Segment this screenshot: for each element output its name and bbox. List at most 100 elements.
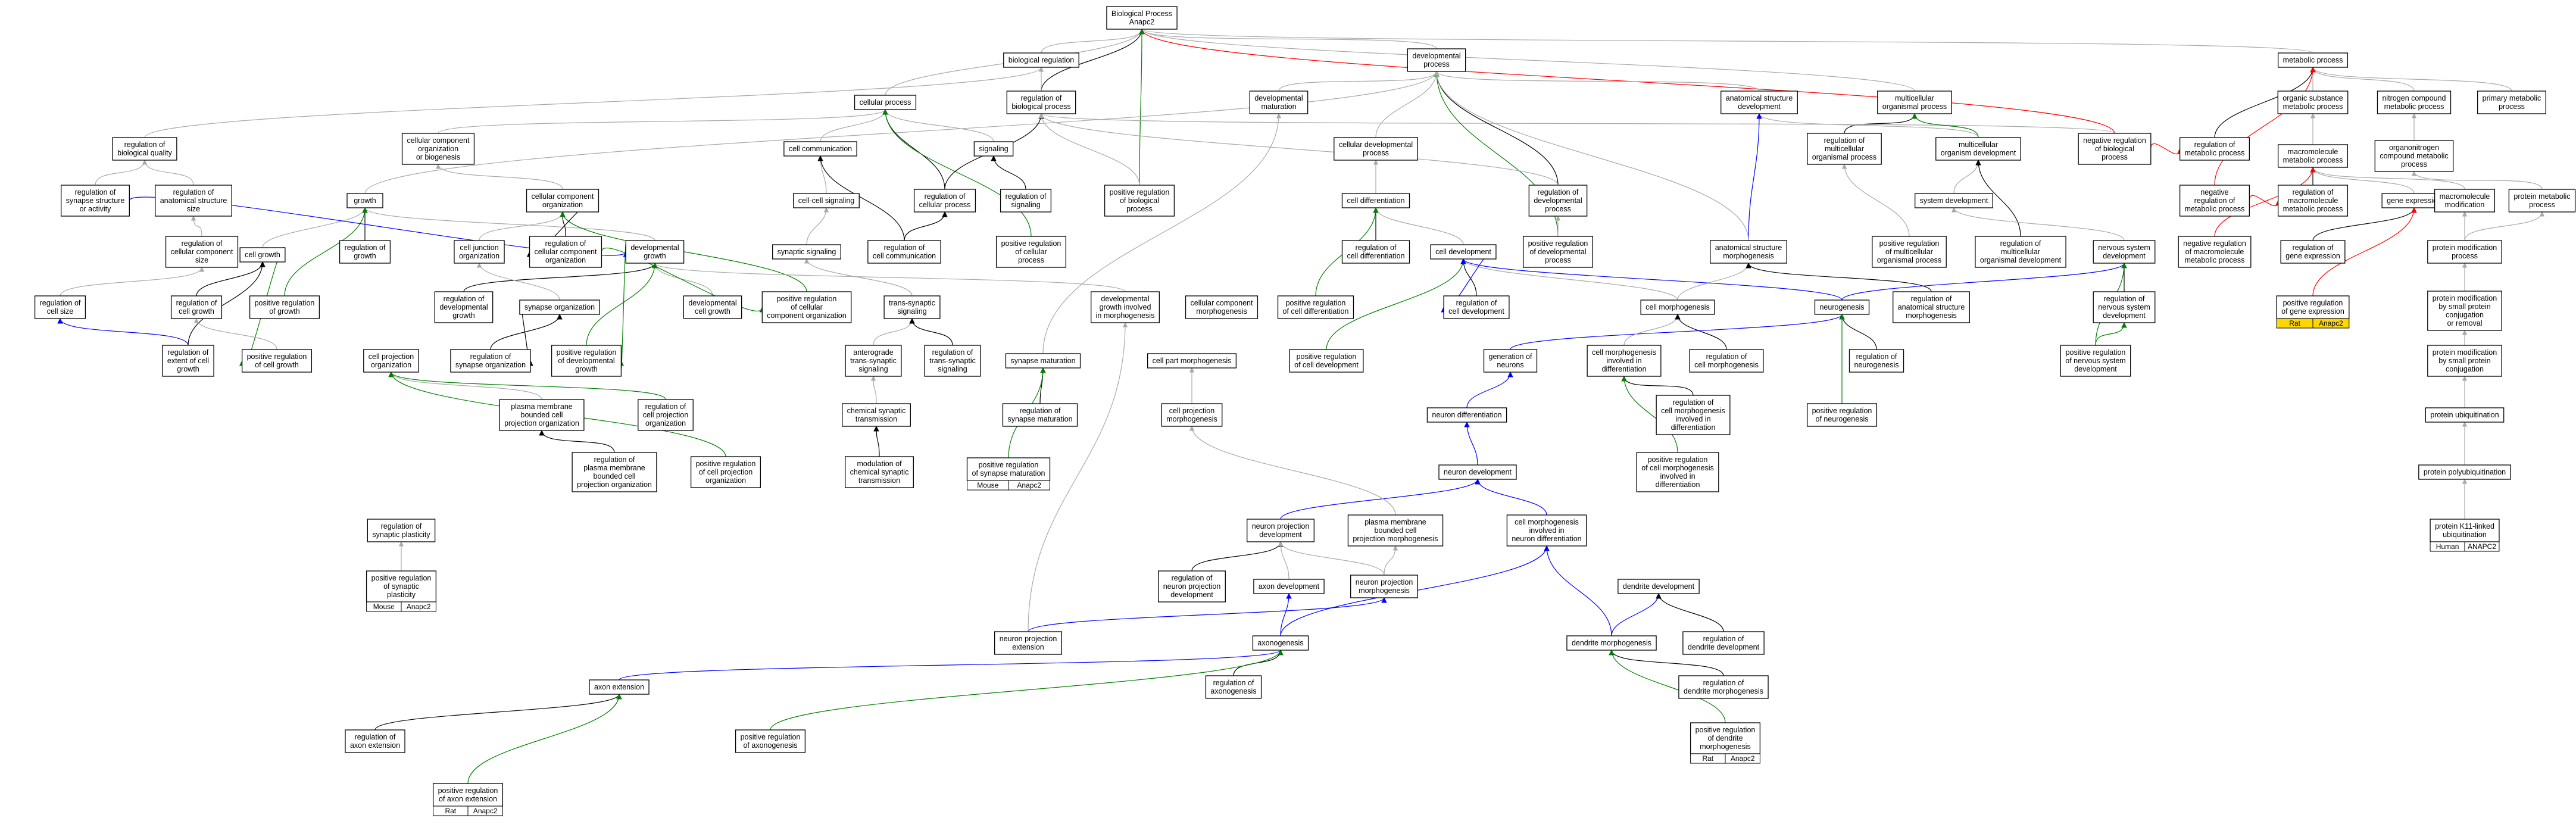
go-term-node-cell-part-morphogenesis[interactable]: cell part morphogenesis (1147, 353, 1237, 369)
go-term-node-synaptic-signaling[interactable]: synaptic signaling (772, 244, 841, 260)
go-term-node-protein-ubiquitination[interactable]: protein ubiquitination (2425, 407, 2505, 423)
go-term-node-metabolic-process[interactable]: metabolic process (2277, 52, 2349, 68)
go-term-node-system-development[interactable]: system development (1915, 193, 1993, 208)
go-term-node-cell-differentiation[interactable]: cell differentiation (1341, 193, 1410, 208)
go-term-node-cell-cell-signaling[interactable]: cell-cell signaling (793, 193, 860, 208)
go-term-node-cellular-process[interactable]: cellular process (854, 95, 917, 110)
go-term-node-cell-development[interactable]: cell development (1430, 244, 1497, 260)
go-term-node-axonogenesis[interactable]: axonogenesis (1252, 635, 1309, 651)
go-term-node-axon-extension[interactable]: axon extension (589, 679, 650, 695)
go-term-node-synapse-organization[interactable]: synapse organization (519, 299, 600, 315)
go-term-node-synapse-maturation[interactable]: synapse maturation (1005, 353, 1081, 369)
go-term-node-dendrite-morphogenesis[interactable]: dendrite morphogenesis (1566, 635, 1657, 651)
go-term-node-cell-communication[interactable]: cell communication (783, 141, 857, 157)
go-term-node-growth[interactable]: growth (346, 193, 383, 208)
go-term-node-neuron-differentiation[interactable]: neuron differentiation (1426, 407, 1507, 423)
go-term-node-signaling[interactable]: signaling (973, 141, 1014, 157)
